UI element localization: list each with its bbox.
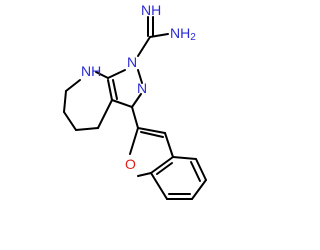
bond-bz-6b (156, 162, 173, 175)
amine-nh-text: NH (170, 25, 190, 41)
bond-bz-2 (195, 158, 207, 181)
bonds (63, 16, 207, 200)
bond-n2-n1 (137, 69, 143, 84)
bond-o-c7a (137, 172, 152, 177)
oxygen-label: O (125, 156, 136, 172)
bond-c3f-c3a (164, 132, 174, 158)
bond-c2f-c3f-2 (140, 131, 164, 138)
bond-bz-5 (150, 172, 168, 200)
bond-nh-ch2 (65, 79, 81, 92)
bond-c7a-c3a-f (150, 156, 174, 174)
bond-bz-1 (172, 156, 197, 160)
n2-text: N (137, 80, 147, 96)
imine-nh-label: NH (141, 2, 161, 18)
ring-nh-label: NH (81, 63, 101, 79)
bond-ch2-ch2-c (75, 127, 99, 131)
bond-c7a-nh (95, 71, 109, 79)
bond-n1-c7a (107, 69, 126, 79)
bond-ch2-c3a (97, 99, 113, 129)
bond-ch2-ch2-b (63, 111, 77, 131)
bond-ch2-ch2-a (63, 90, 67, 113)
bond-c-nh2 (149, 33, 169, 38)
amine-subscript: 2 (190, 32, 196, 43)
bond-c2f-o (129, 127, 139, 155)
bond-c-n1 (137, 36, 151, 57)
bond-bz-2b (190, 161, 201, 182)
bond-c7a-c3a (107, 79, 113, 101)
bond-c3-n2 (131, 93, 142, 108)
n1-label: N (127, 54, 137, 70)
n1-text: N (127, 54, 137, 70)
imine-nh-text: NH (141, 2, 161, 18)
amine-nh2-label: NH2 (170, 25, 196, 43)
oxygen-text: O (125, 156, 136, 172)
bond-c2f-c3f (137, 127, 166, 134)
bond-c3a-c3 (111, 99, 133, 108)
bond-c7a-c3a-2 (112, 79, 118, 100)
atom-labels: NH NH2 NH N N O (81, 2, 196, 172)
bond-c3-c2f (131, 106, 139, 129)
molecule-structure: NH NH2 NH N N O (63, 2, 207, 200)
n2-label: N (137, 80, 147, 96)
bond-bz-3 (191, 179, 207, 200)
ring-nh-text: NH (81, 63, 101, 79)
